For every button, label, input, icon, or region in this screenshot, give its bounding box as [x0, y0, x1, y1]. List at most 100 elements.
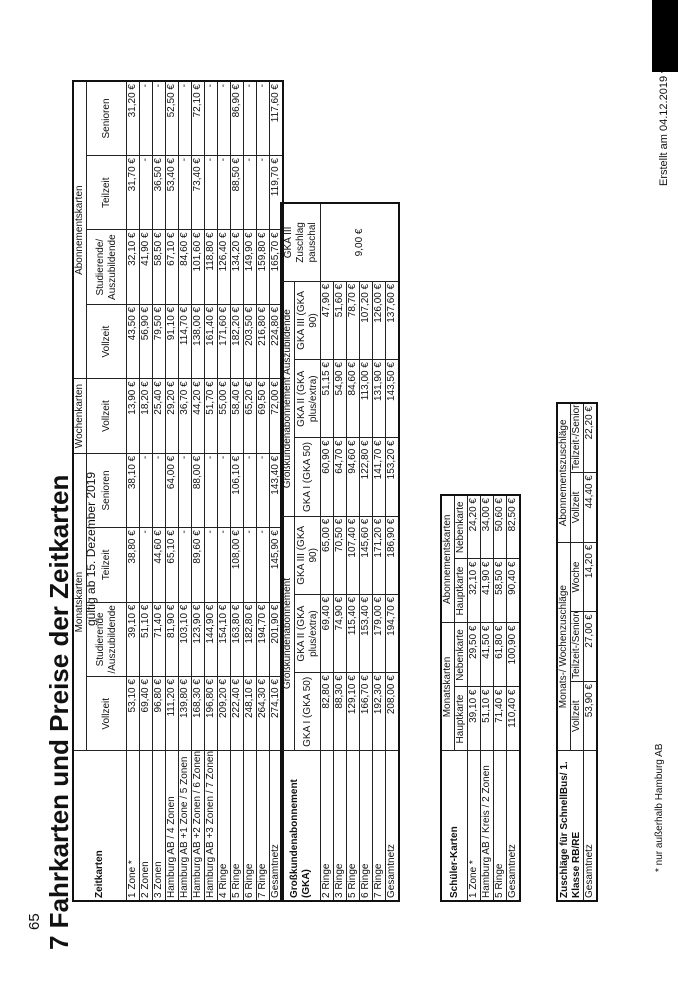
price-cell: - [243, 527, 257, 603]
zuschlaege-title: Zuschläge für SchnellBus/ 1. Klasse RB/R… [557, 751, 584, 901]
row-label: 6 Ringe [243, 751, 257, 901]
price-cell: 89,60 € [191, 527, 205, 603]
row-label: 5 Ringe [230, 751, 244, 901]
price-cell: 222,40 € [230, 676, 244, 751]
price-cell: 84,60 € [178, 229, 192, 305]
column-header: Senioren [86, 453, 127, 528]
price-cell: 90,40 € [506, 559, 520, 623]
price-cell: 32,10 € [467, 559, 481, 623]
footnote: * nur außerhalb Hamburg AB [654, 743, 665, 872]
row-label: Hamburg AB +3 Zonen / 7 Zonen [204, 751, 218, 901]
price-cell: 54,90 € [333, 359, 347, 438]
price-cell: - [204, 453, 218, 528]
column-header: GKA III (GKA 90) [294, 281, 321, 360]
price-cell: 34,00 € [480, 495, 494, 559]
price-cell: 145,60 € [359, 516, 373, 595]
group-monats-wochen-zuschlaege: Monats-/ Wochenzuschläge [557, 542, 571, 751]
price-cell: 113,00 € [359, 359, 373, 438]
price-cell: 53,40 € [165, 155, 179, 230]
price-cell: 138,00 € [191, 304, 205, 379]
price-cell: 182,20 € [230, 304, 244, 379]
price-cell: - [217, 453, 231, 528]
price-cell: - [178, 155, 192, 230]
price-cell: 56,90 € [139, 304, 153, 379]
price-cell: 13,90 € [126, 378, 140, 454]
price-cell: - [178, 527, 192, 603]
row-label: 6 Ringe [359, 751, 373, 901]
price-cell: - [139, 81, 153, 156]
price-cell: 114,70 € [178, 304, 192, 379]
price-cell: 67,10 € [165, 229, 179, 305]
price-cell: 51,15 € [320, 359, 334, 438]
price-cell: 103,10 € [178, 602, 192, 677]
price-cell: 137,60 € [385, 281, 399, 360]
price-cell: 65,10 € [165, 527, 179, 603]
column-header: GKA II (GKA plus/extra) [294, 594, 321, 673]
price-cell: 39,10 € [467, 687, 481, 751]
row-label: 2 Ringe [320, 751, 334, 901]
column-header: Hauptkarte [454, 687, 468, 751]
price-cell: 208,00 € [385, 672, 399, 751]
price-cell: 129,10 € [346, 672, 360, 751]
price-cell: 52,50 € [165, 81, 179, 156]
price-cell: - [139, 155, 153, 230]
price-cell: 110,40 € [506, 687, 520, 751]
price-cell: 71,40 € [152, 602, 166, 677]
price-cell: 126,00 € [372, 281, 386, 360]
zeitkarten-title: Zeitkarten [73, 751, 127, 901]
column-header: Hauptkarte [454, 559, 468, 623]
price-cell: 14,20 € [583, 542, 597, 612]
price-cell: 53,10 € [126, 676, 140, 751]
column-header: Teilzeit [86, 527, 127, 603]
price-cell: - [178, 453, 192, 528]
table-row: 1 Zone *53,10 €39,10 €38,80 €38,10 €13,9… [126, 81, 140, 901]
price-cell: 153,40 € [359, 594, 373, 673]
price-cell: 58,40 € [230, 378, 244, 454]
price-cell: 22,20 € [583, 403, 597, 473]
price-cell: 100,90 € [506, 623, 520, 687]
price-cell: 44,60 € [152, 527, 166, 603]
price-cell: 149,90 € [243, 229, 257, 305]
price-cell: 60,90 € [320, 437, 334, 517]
price-cell: 168,30 € [191, 676, 205, 751]
row-label: Hamburg AB +1 Zone / 5 Zonen [178, 751, 192, 901]
price-cell: 82,50 € [506, 495, 520, 559]
gka-zuschlag-value: 9,00 € [320, 203, 399, 282]
column-header: GKA I (GKA 50) [294, 672, 321, 751]
price-cell: - [256, 527, 270, 603]
price-cell: 182,80 € [243, 602, 257, 677]
price-cell: 107,20 € [359, 281, 373, 360]
column-header: GKA I (GKA 50) [294, 437, 321, 517]
price-cell: - [256, 453, 270, 528]
column-header: Studierende/ Auszubildende [86, 229, 127, 305]
column-header: GKA III (GKA 90) [294, 516, 321, 595]
price-cell: 36,50 € [152, 155, 166, 230]
column-header: GKA II (GKA plus/extra) [294, 359, 321, 438]
price-cell: 161,40 € [204, 304, 218, 379]
price-cell: 69,50 € [256, 378, 270, 454]
price-cell: 29,20 € [165, 378, 179, 454]
price-cell: - [217, 527, 231, 603]
group-wochenkarten: Wochenkarten [73, 378, 87, 454]
price-cell: 25,40 € [152, 378, 166, 454]
price-cell: 166,70 € [359, 672, 373, 751]
group-monatskarten: Monatskarten [73, 453, 87, 751]
column-header: Nebenkarte [454, 495, 468, 559]
price-cell: 194,70 € [256, 602, 270, 677]
group-abo-zuschlaege: Abonnementszuschläge [557, 403, 571, 543]
price-cell: 108,00 € [230, 527, 244, 603]
price-cell: 179,00 € [372, 594, 386, 673]
column-header: Vollzeit [570, 681, 584, 751]
price-cell: 216,80 € [256, 304, 270, 379]
price-cell: 51,10 € [139, 602, 153, 677]
